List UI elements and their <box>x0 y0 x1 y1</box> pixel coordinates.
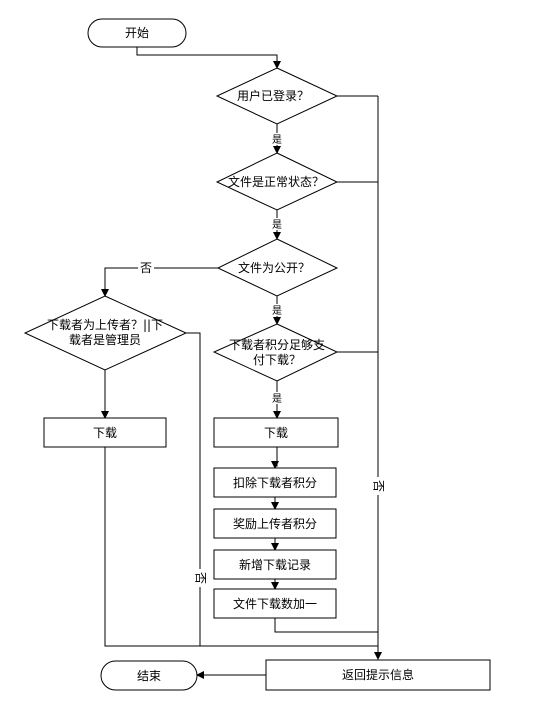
process-count-plus-one-label: 文件下载数加一 <box>233 596 317 611</box>
label-no-public: 否 <box>140 261 152 275</box>
process-count-plus-one: 文件下载数加一 <box>213 588 337 619</box>
process-download-left-label: 下载 <box>93 426 117 440</box>
edge-left-download-down <box>104 447 378 647</box>
label-yes-normal: 是 <box>272 219 282 231</box>
end-node: 结束 <box>100 660 198 691</box>
edge-start-to-login <box>136 47 281 69</box>
edge-labels: 是 是 是 是 否 否 否 <box>138 133 386 587</box>
decision-uploader-admin-line1: 下载者为上传者？||下 <box>47 317 163 332</box>
decision-file-normal-label: 文件是正常状态？ <box>228 174 324 189</box>
process-deduct-points-label: 扣除下载者积分 <box>233 475 317 490</box>
label-no-admin: 否 <box>194 572 208 584</box>
label-no-collector: 否 <box>372 480 386 492</box>
decision-file-normal: 文件是正常状态？ <box>215 152 339 211</box>
start-label: 开始 <box>125 26 149 40</box>
process-add-record: 新增下载记录 <box>213 549 337 580</box>
decision-file-public: 文件为公开？ <box>216 238 339 297</box>
start-node: 开始 <box>87 18 187 48</box>
label-yes-public: 是 <box>272 305 282 317</box>
edge-admin-no <box>186 332 201 646</box>
process-reward-points: 奖励上传者积分 <box>213 508 337 539</box>
process-download-left: 下载 <box>43 417 167 448</box>
process-add-record-label: 新增下载记录 <box>239 557 311 572</box>
process-download-right: 下载 <box>213 417 339 448</box>
label-yes-points: 是 <box>272 393 282 405</box>
label-yes-login: 是 <box>272 134 282 146</box>
decision-logged-in: 用户已登录？ <box>215 67 339 125</box>
decision-points-line1: 下载者积分足够支 <box>229 338 325 352</box>
decision-points-enough: 下载者积分足够支 付下载？ <box>212 323 339 382</box>
decision-uploader-admin: 下载者为上传者？||下 载者是管理员 <box>23 295 188 371</box>
edge-count-down <box>274 618 378 633</box>
edge-download-to-deduct <box>271 447 279 469</box>
process-deduct-points: 扣除下载者积分 <box>213 467 337 498</box>
decision-uploader-admin-line2: 载者是管理员 <box>69 332 141 347</box>
process-return-info: 返回提示信息 <box>265 659 491 691</box>
decision-logged-in-label: 用户已登录？ <box>237 88 309 103</box>
decision-file-public-label: 文件为公开？ <box>238 260 310 275</box>
process-return-info-label: 返回提示信息 <box>342 667 414 682</box>
end-label: 结束 <box>137 669 161 683</box>
connectors <box>101 47 382 679</box>
decision-points-line2: 付下载？ <box>253 353 301 367</box>
process-reward-points-label: 奖励上传者积分 <box>233 516 317 531</box>
process-download-right-label: 下载 <box>264 426 288 440</box>
edge-public-no <box>101 267 218 297</box>
